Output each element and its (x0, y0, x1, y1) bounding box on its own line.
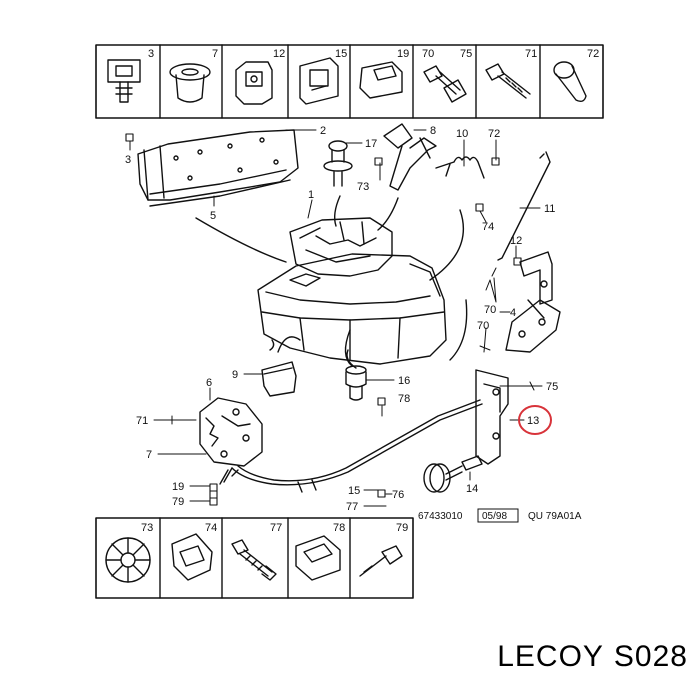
callout-13: 13 (527, 415, 539, 427)
callout-1: 1 (308, 189, 314, 201)
insulation-pad-2-icon (137, 129, 299, 207)
buffer-9-icon (261, 361, 297, 397)
rivet-79-icon (359, 545, 403, 577)
callout-7: 7 (146, 449, 152, 461)
plug-72-icon (553, 61, 587, 103)
callout-5: 5 (210, 210, 216, 222)
callout-72: 72 (488, 128, 500, 140)
top-label-7: 7 (212, 48, 218, 60)
part-number: S028 (613, 640, 688, 673)
leader-lines (129, 129, 543, 507)
bottom-label-77: 77 (270, 522, 282, 534)
callout-77: 77 (346, 501, 358, 513)
highlight-circle (518, 405, 552, 435)
bottom-parts-strip (95, 517, 414, 599)
callout-78: 78 (398, 393, 410, 405)
bonnet-lock-6-icon (199, 397, 263, 467)
grommet-7-icon (169, 63, 211, 103)
clip-15-icon (299, 57, 339, 105)
diagram-callouts: 2 3 5 17 73 8 10 72 1 11 74 12 70 4 70 9… (125, 125, 558, 513)
callout-4: 4 (510, 307, 516, 319)
drawing-date: 05/98 (482, 511, 507, 522)
bottom-label-74: 74 (205, 522, 217, 534)
clip-3-icon (107, 59, 141, 103)
top-label-12: 12 (273, 48, 285, 60)
callout-8: 8 (430, 125, 436, 137)
top-parts-strip (95, 44, 604, 119)
callout-76: 76 (392, 489, 404, 501)
grommet-76-icon (423, 455, 483, 493)
callout-71: 71 (136, 415, 148, 427)
callout-70a: 70 (484, 304, 496, 316)
bottom-strip-labels: 73 74 77 78 79 (141, 522, 408, 534)
spring-10-icon (435, 156, 485, 179)
callout-75: 75 (546, 381, 558, 393)
drawing-code: QU 79A01A (528, 511, 582, 522)
fastener-markers (125, 133, 522, 506)
bottom-label-78: 78 (333, 522, 345, 534)
top-label-71: 71 (525, 48, 537, 60)
top-label-72: 72 (587, 48, 599, 60)
bottom-label-79: 79 (396, 522, 408, 534)
rubber-stop-17-icon (323, 140, 353, 187)
drawing-reference: 67433010 05/98 QU 79A01A (418, 508, 582, 523)
callout-10: 10 (456, 128, 468, 140)
callout-74: 74 (482, 221, 494, 233)
screw-77-icon (231, 539, 277, 581)
callout-19: 19 (172, 481, 184, 493)
washer-73-icon (105, 537, 151, 583)
bumper-19-icon (359, 61, 403, 99)
release-cable-icon (219, 399, 483, 493)
bottom-label-73: 73 (141, 522, 153, 534)
top-label-3: 3 (148, 48, 154, 60)
stop-16-icon (345, 365, 367, 401)
car-front-body (257, 253, 447, 365)
top-label-75: 75 (460, 48, 472, 60)
clip-78-icon (295, 535, 341, 581)
bonnet-1-icon (289, 217, 393, 277)
callout-17: 17 (365, 138, 377, 150)
top-label-70: 70 (422, 48, 434, 60)
callout-14: 14 (466, 483, 478, 495)
drawing-number: 67433010 (418, 511, 463, 522)
callout-15: 15 (348, 485, 360, 497)
callout-3: 3 (125, 154, 131, 166)
bolt-70-75-icon (423, 65, 467, 103)
clip-12-icon (235, 61, 273, 105)
release-lever-8-icon (383, 123, 437, 191)
callout-12: 12 (510, 235, 522, 247)
brand-part-number: LECOY S028 (497, 640, 688, 674)
callout-79: 79 (172, 496, 184, 508)
callout-11: 11 (544, 203, 555, 215)
release-handle-13-icon (475, 369, 509, 465)
clip-74-icon (171, 533, 213, 581)
top-label-19: 19 (397, 48, 409, 60)
callout-16: 16 (398, 375, 410, 387)
brand-name: LECOY (497, 640, 604, 673)
callout-73: 73 (357, 181, 369, 193)
callout-70b: 70 (477, 320, 489, 332)
callout-2: 2 (320, 125, 326, 137)
top-strip-labels: 3 7 12 15 19 70 75 71 72 (148, 48, 599, 60)
screw-71-icon (485, 63, 531, 99)
callout-6: 6 (206, 377, 212, 389)
support-rod-11-icon (497, 151, 551, 261)
hinge-4-icon (505, 251, 561, 353)
callout-9: 9 (232, 369, 238, 381)
top-label-15: 15 (335, 48, 347, 60)
